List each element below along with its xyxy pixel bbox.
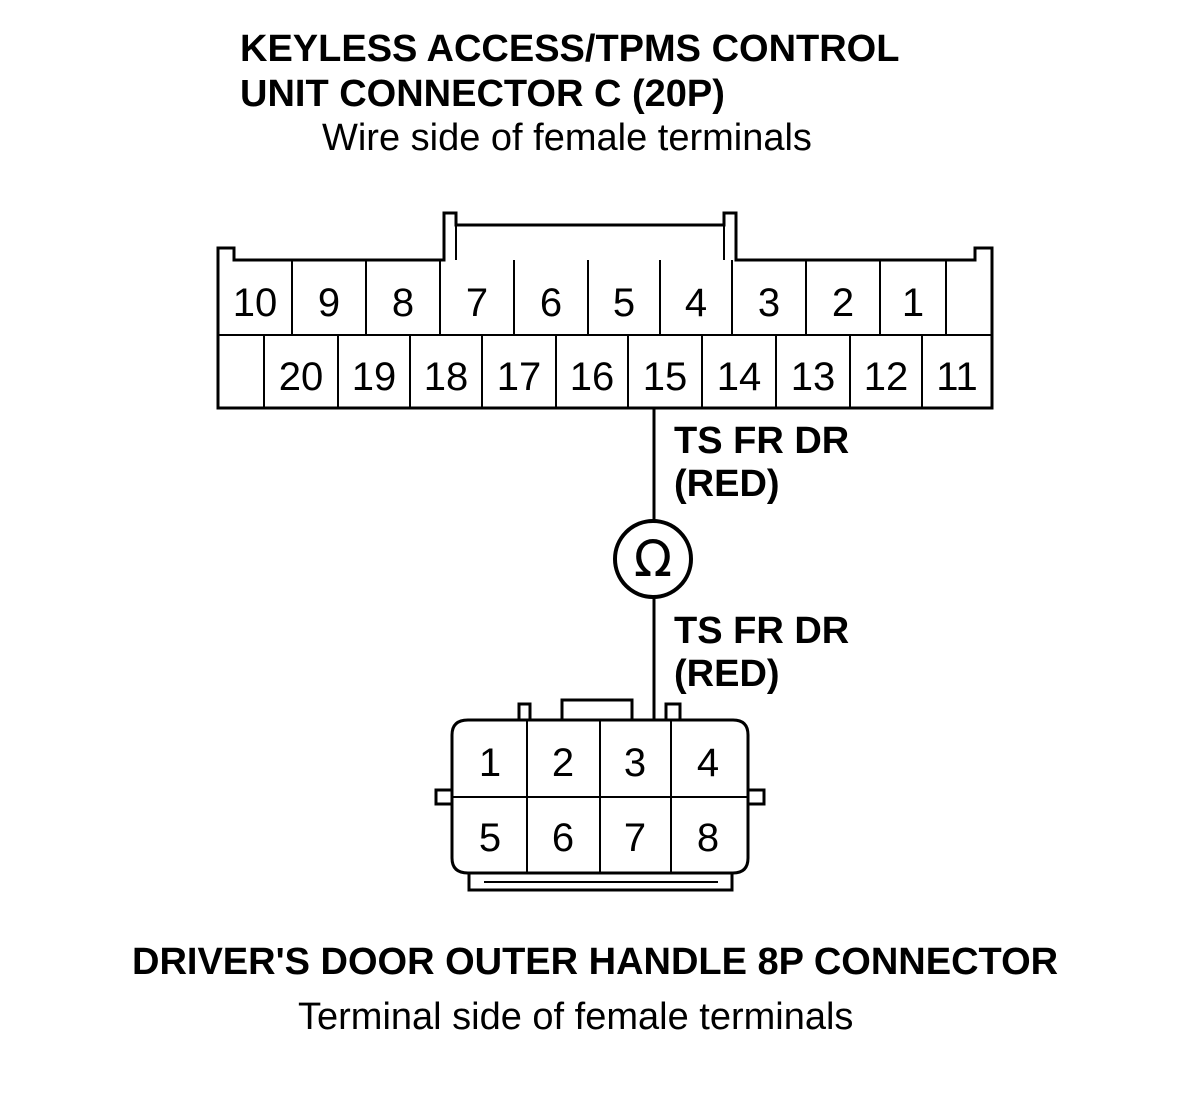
pin-label: 13 xyxy=(791,355,836,399)
connector-c-body xyxy=(216,211,994,410)
connector-8p-top-row: 1 2 3 4 xyxy=(479,741,719,785)
pin-label: 7 xyxy=(466,281,488,325)
pin-label: 1 xyxy=(902,281,924,325)
pin-label: 10 xyxy=(233,281,278,325)
pin-label: 1 xyxy=(479,741,501,785)
pin-label: 19 xyxy=(352,355,397,399)
connector-c-title-line1: KEYLESS ACCESS/TPMS CONTROL xyxy=(240,28,900,70)
pin-label: 5 xyxy=(479,816,501,860)
wire-label-upper-line1: TS FR DR xyxy=(674,420,849,462)
pin-label: 4 xyxy=(685,281,707,325)
ohm-symbol: Ω xyxy=(634,530,672,588)
connector-c-bottom-row: 20 19 18 17 16 15 14 13 12 11 xyxy=(279,355,978,399)
pin-label: 3 xyxy=(758,281,780,325)
pin-label: 2 xyxy=(552,741,574,785)
pin-label: 16 xyxy=(570,355,615,399)
wire-label-lower-line1: TS FR DR xyxy=(674,610,849,652)
pin-label: 18 xyxy=(424,355,469,399)
pin-label: 3 xyxy=(624,741,646,785)
connector-c-subtitle: Wire side of female terminals xyxy=(322,117,812,159)
pin-label: 20 xyxy=(279,355,324,399)
connector-c-title-line2: UNIT CONNECTOR C (20P) xyxy=(240,73,725,115)
pin-label: 7 xyxy=(624,816,646,860)
pin-label: 15 xyxy=(643,355,688,399)
pin-label: 6 xyxy=(552,816,574,860)
connector-8p-body xyxy=(434,698,766,892)
connector-8p-title: DRIVER'S DOOR OUTER HANDLE 8P CONNECTOR xyxy=(132,941,1059,983)
pin-label: 4 xyxy=(697,741,719,785)
wire-label-upper-line2: (RED) xyxy=(674,463,780,505)
pin-label: 5 xyxy=(613,281,635,325)
pin-label: 9 xyxy=(318,281,340,325)
pin-label: 8 xyxy=(697,816,719,860)
pin-label: 17 xyxy=(497,355,542,399)
ohmmeter-icon: Ω xyxy=(613,519,693,599)
connector-8p-subtitle: Terminal side of female terminals xyxy=(298,996,854,1038)
pin-label: 12 xyxy=(864,355,909,399)
pin-label: 8 xyxy=(392,281,414,325)
wire-label-lower-line2: (RED) xyxy=(674,653,780,695)
pin-label: 11 xyxy=(936,355,978,399)
connector-c-top-row: 10 9 8 7 6 5 4 3 2 1 xyxy=(233,281,924,325)
connector-8p-bottom-row: 5 6 7 8 xyxy=(479,816,719,860)
pin-label: 6 xyxy=(540,281,562,325)
pin-label: 14 xyxy=(717,355,762,399)
pin-label: 2 xyxy=(832,281,854,325)
